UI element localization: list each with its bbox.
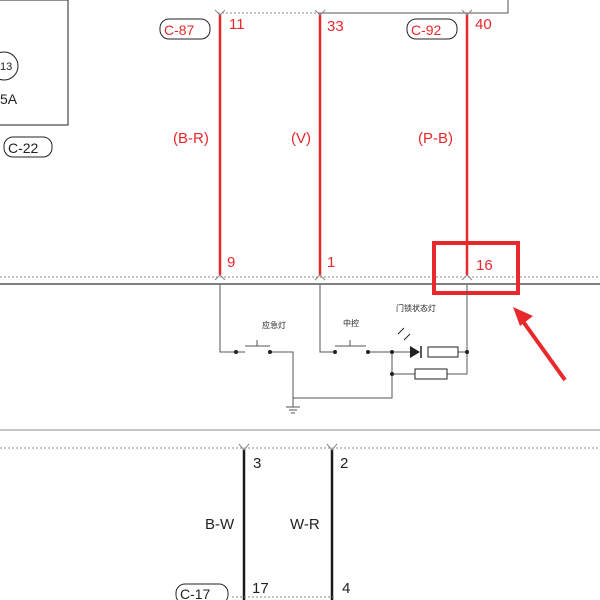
switch1-label: 应急灯 <box>262 320 286 330</box>
pin-number: 16 <box>476 257 493 274</box>
connector-c17-label: C-17 <box>180 586 211 600</box>
lower-wire-2 <box>326 443 338 600</box>
connector-c92: C-92 <box>406 18 458 40</box>
connector-c87-label: C-87 <box>164 22 195 38</box>
led-icon <box>397 327 459 358</box>
pin-marker-icon <box>461 274 473 281</box>
pin-marker-icon <box>314 9 326 16</box>
pin-number: 2 <box>340 455 348 472</box>
upper-wire-2 <box>314 9 326 281</box>
ground-icon <box>286 398 300 414</box>
fuse-box-block: 13 5A <box>0 0 69 126</box>
arrowhead-icon <box>513 307 533 326</box>
pin-marker-icon <box>461 9 473 16</box>
resistor-icon <box>414 368 448 380</box>
wire-code: (B-R) <box>173 130 209 147</box>
led-label: 门锁状态灯 <box>396 303 436 313</box>
lower-wire-1 <box>238 443 250 600</box>
pin-number: 33 <box>327 18 344 35</box>
connector-c87: C-87 <box>159 18 211 40</box>
wire-code: W-R <box>290 516 320 533</box>
pin-marker-icon <box>214 9 226 16</box>
highlight-box <box>432 241 520 295</box>
pin-marker-icon <box>314 274 326 281</box>
upper-wire-3 <box>461 9 473 281</box>
pin-number: 3 <box>253 455 261 472</box>
pin-marker-icon <box>238 443 250 451</box>
pin-number: 9 <box>227 254 235 271</box>
highlight-arrow <box>520 318 567 382</box>
pin-marker-icon <box>326 443 338 451</box>
pin-number: 1 <box>327 254 335 271</box>
junction-dots <box>234 350 469 376</box>
pin-number: 11 <box>229 16 245 33</box>
fuse-circle-label: 13 <box>0 61 12 73</box>
pin-number: 40 <box>475 16 492 33</box>
fuse-rating-label: 5A <box>0 91 18 107</box>
pin-number: 4 <box>342 580 350 597</box>
fuse-circle-icon <box>0 51 19 81</box>
pin-marker-icon <box>214 274 226 281</box>
internal-circuit <box>219 285 468 399</box>
wire-code: (P-B) <box>418 130 453 147</box>
top-module-edge <box>318 0 509 14</box>
wire-code: (V) <box>291 130 311 147</box>
connector-c22: C-22 <box>3 136 53 158</box>
wire-code: B-W <box>205 516 235 533</box>
upper-wire-1 <box>214 9 226 281</box>
pin-number: 17 <box>252 580 269 597</box>
switch2-label: 中控 <box>343 318 359 328</box>
connector-c92-label: C-92 <box>411 22 442 38</box>
connector-c17: C-17 <box>175 583 229 600</box>
connector-c22-label: C-22 <box>8 140 39 156</box>
